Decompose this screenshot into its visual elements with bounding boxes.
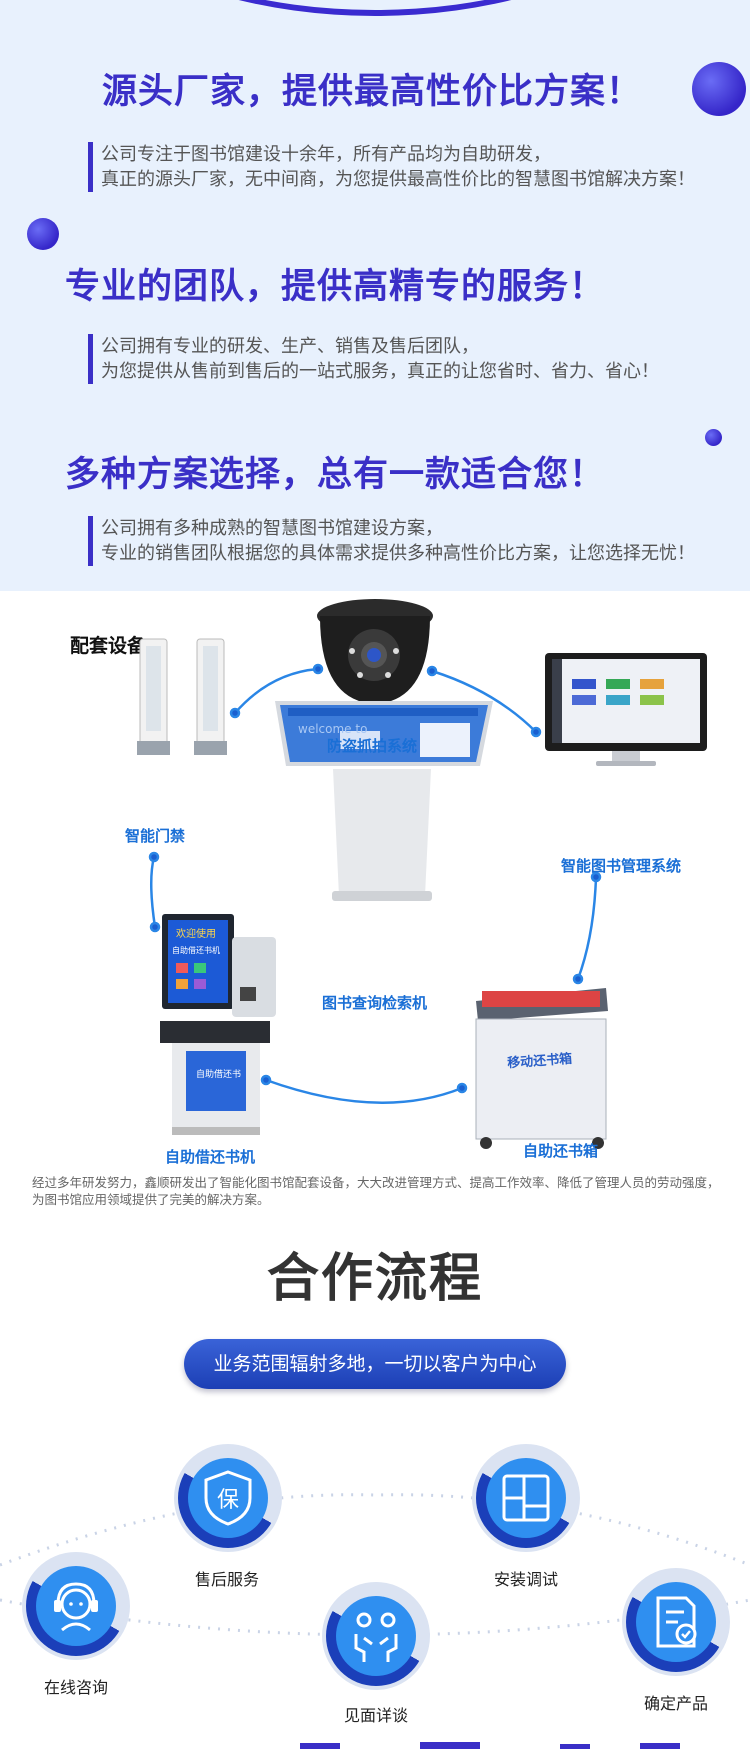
- decorative-ball-medium: [27, 218, 59, 250]
- label-gate: 智能门禁: [125, 827, 186, 845]
- machine-body-text: 自助借还书: [196, 1068, 241, 1080]
- intro-text-3a: 公司拥有多种成熟的智慧图书馆建设方案，: [101, 518, 443, 539]
- intro-paragraph-2: 公司拥有专业的研发、生产、销售及售后团队， 为您提供从售前到售后的一站式服务，真…: [88, 334, 750, 384]
- process-title: 合作流程: [266, 1249, 483, 1309]
- intro-text-3b: 专业的销售团队根据您的具体需求提供多种高性价比方案，让您选择无忧！: [101, 543, 695, 564]
- intro-title-3: 多种方案选择，总有一款适合您！: [64, 455, 605, 495]
- next-section-edge: [300, 1742, 680, 1749]
- arc-machine-gate: [149, 856, 157, 928]
- intro-text-1a: 公司专注于图书馆建设十余年，所有产品均为自助研发，: [101, 144, 551, 165]
- equipment-title: 配套设备: [70, 635, 147, 657]
- label-return-box: 自助还书箱: [523, 1142, 599, 1160]
- machine-screen-title: 欢迎使用: [176, 927, 216, 940]
- kiosk-screen-text: welcome to: [298, 722, 367, 736]
- machine-screen-sub: 自助借还书机: [172, 945, 220, 955]
- shield-icon: 保: [204, 1470, 252, 1526]
- box-text: 移动还书箱: [507, 1051, 573, 1071]
- intro-title-1: 源头厂家，提供最高性价比方案！: [101, 72, 642, 112]
- intro-title-2: 专业的团队，提供高精专的服务！: [64, 267, 605, 307]
- step-install-label: 安装调试: [493, 1570, 558, 1589]
- label-kiosk: 图书查询检索机: [322, 994, 428, 1012]
- intro-text-1b: 真正的源头厂家，无中间商，为您提供最高性价比的智慧图书馆解决方案！: [101, 169, 695, 190]
- return-box-device: 移动还书箱: [475, 988, 608, 1149]
- install-icon: [502, 1474, 550, 1522]
- document-check-icon: [656, 1596, 697, 1648]
- step-service: 保: [174, 1444, 282, 1552]
- step-consult-label: 在线咨询: [43, 1678, 108, 1697]
- process-subtitle-pill: 业务范围辐射多地，一切以客户为中心: [184, 1339, 566, 1389]
- equipment-diagram: welcome to 欢迎使用 自助借还书机 自助借还书 移动还书箱: [137, 599, 707, 1149]
- management-system-device: [545, 653, 707, 766]
- intro-text-2a: 公司拥有专业的研发、生产、销售及售后团队，: [101, 336, 479, 357]
- intro-section: 源头厂家，提供最高性价比方案！ 公司专注于图书馆建设十余年，所有产品均为自助研发…: [0, 0, 750, 591]
- arc-gate-camera: [234, 667, 319, 714]
- decorative-ball-large: [692, 62, 746, 116]
- label-system: 智能图书管理系统: [561, 857, 682, 875]
- label-camera: 防盗抓拍系统: [327, 737, 418, 755]
- intro-paragraph-1: 公司专注于图书馆建设十余年，所有产品均为自助研发， 真正的源头厂家，无中间商，为…: [88, 142, 750, 192]
- step-service-label: 售后服务: [194, 1570, 259, 1589]
- self-service-device: 欢迎使用 自助借还书机 自助借还书: [160, 914, 276, 1135]
- step-consult: [22, 1552, 130, 1660]
- intro-text-2b: 为您提供从售前到售后的一站式服务，真正的让您省时、省力、省心！: [101, 361, 659, 382]
- arc-box-machine: [265, 1078, 463, 1104]
- label-self-service: 自助借还书机: [165, 1148, 256, 1166]
- gate-device: [137, 638, 227, 755]
- arc-camera-system: [431, 669, 537, 733]
- step-confirm-label: 确定产品: [643, 1694, 708, 1713]
- process-dotted-path: [0, 1493, 750, 1637]
- decorative-ball-small: [705, 429, 722, 446]
- step-confirm: [622, 1568, 730, 1676]
- step-meet-label: 见面详谈: [343, 1706, 408, 1725]
- decorative-arc: [0, 0, 750, 16]
- equipment-description: 经过多年研发努力，鑫顺研发出了智能化图书馆配套设备，大大改进管理方式、提高工作效…: [32, 1175, 720, 1207]
- customer-service-icon: [54, 1582, 98, 1632]
- step-install: [472, 1444, 580, 1552]
- arc-system-box: [576, 876, 598, 980]
- camera-device: [317, 599, 433, 704]
- meeting-icon: [354, 1612, 398, 1662]
- kiosk-device: welcome to: [275, 701, 493, 901]
- intro-paragraph-3: 公司拥有多种成熟的智慧图书馆建设方案， 专业的销售团队根据您的具体需求提供多种高…: [88, 516, 750, 566]
- service-glyph: 保: [217, 1488, 239, 1513]
- step-meet: [322, 1582, 430, 1690]
